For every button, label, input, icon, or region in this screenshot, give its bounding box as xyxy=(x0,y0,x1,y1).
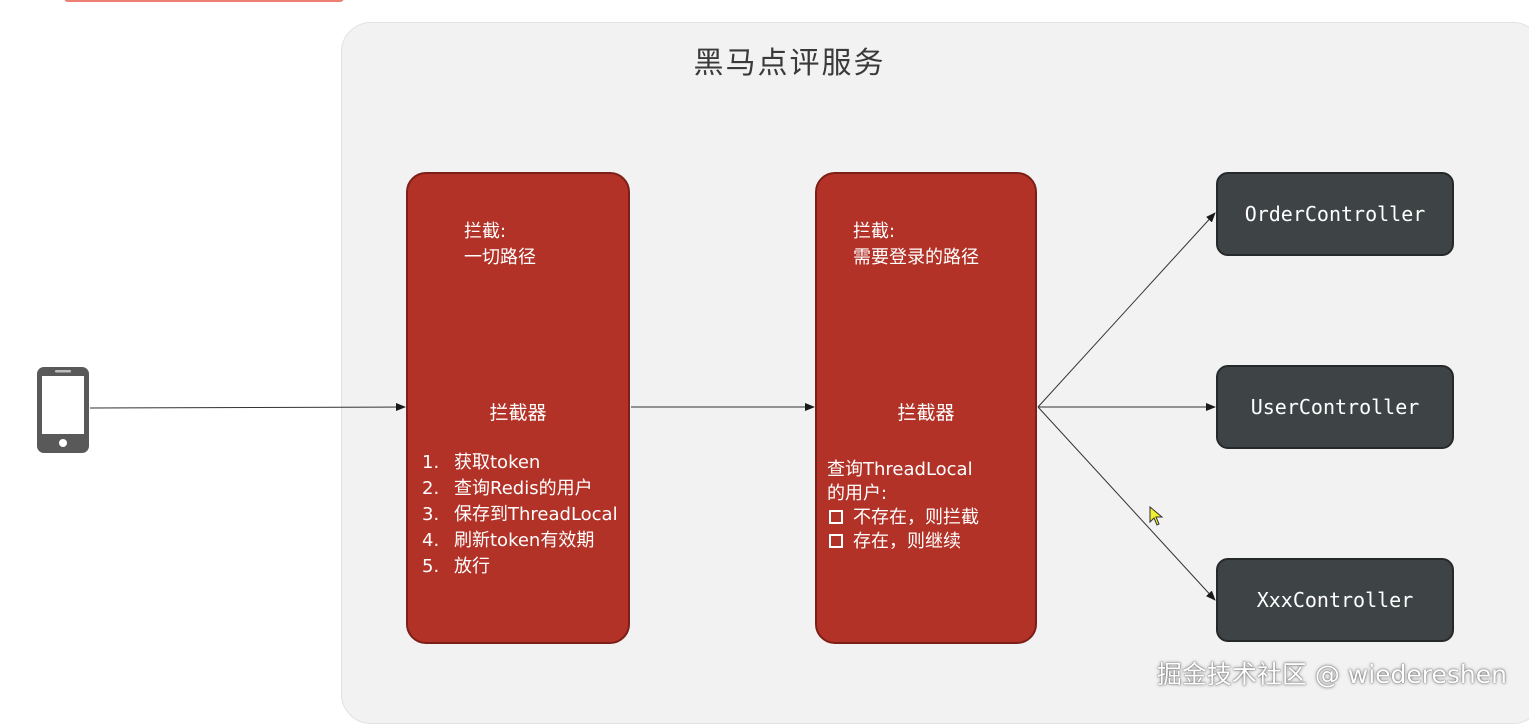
interceptor-scope-title: 拦截: xyxy=(464,221,507,242)
interceptor-box-all-paths: 拦截: 一切路径 拦截器 1.获取token 2.查询Redis的用户 3.保存… xyxy=(406,172,630,644)
interceptor-steps: 1.获取token 2.查询Redis的用户 3.保存到ThreadLocal … xyxy=(422,450,618,580)
interceptor-scope-value: 需要登录的路径 xyxy=(853,247,979,268)
condition-option: 不存在，则拦截 xyxy=(827,506,979,530)
controller-box-xxx: XxxController xyxy=(1216,558,1454,642)
interceptor-condition: 查询ThreadLocal 的用户: 不存在，则拦截 存在，则继续 xyxy=(827,458,979,554)
controller-box-user: UserController xyxy=(1216,365,1454,449)
interceptor-scope-value: 一切路径 xyxy=(464,247,536,268)
checkbox-icon xyxy=(829,510,843,524)
condition-desc-line: 的用户: xyxy=(827,483,888,504)
service-title: 黑马点评服务 xyxy=(693,46,886,81)
controller-box-order: OrderController xyxy=(1216,172,1454,256)
step-item: 4.刷新token有效期 xyxy=(422,530,595,551)
arrow-phone-to-interceptor xyxy=(89,403,406,412)
flow-arrows xyxy=(89,212,1216,601)
step-item: 3.保存到ThreadLocal xyxy=(422,504,618,525)
step-item: 5.放行 xyxy=(422,556,490,577)
arrow-to-xxx-controller xyxy=(1037,406,1216,601)
interceptor-label: 拦截器 xyxy=(489,402,547,424)
interceptor-label: 拦截器 xyxy=(897,402,955,424)
step-item: 2.查询Redis的用户 xyxy=(422,478,593,499)
condition-desc-line: 查询ThreadLocal xyxy=(827,459,973,480)
checkbox-icon xyxy=(829,534,843,548)
interceptor-scope-title: 拦截: xyxy=(853,221,896,242)
mobile-phone-icon xyxy=(36,366,90,458)
step-item: 1.获取token xyxy=(422,452,541,473)
mouse-cursor-icon xyxy=(1149,505,1164,526)
interceptor-box-login-paths: 拦截: 需要登录的路径 拦截器 查询ThreadLocal 的用户: 不存在，则… xyxy=(815,172,1037,644)
arrow-to-order-controller xyxy=(1037,212,1216,408)
top-accent-bar xyxy=(64,0,344,2)
watermark: 掘金技术社区 @ wiedereshen xyxy=(1156,660,1507,689)
condition-option: 存在，则继续 xyxy=(827,530,979,554)
